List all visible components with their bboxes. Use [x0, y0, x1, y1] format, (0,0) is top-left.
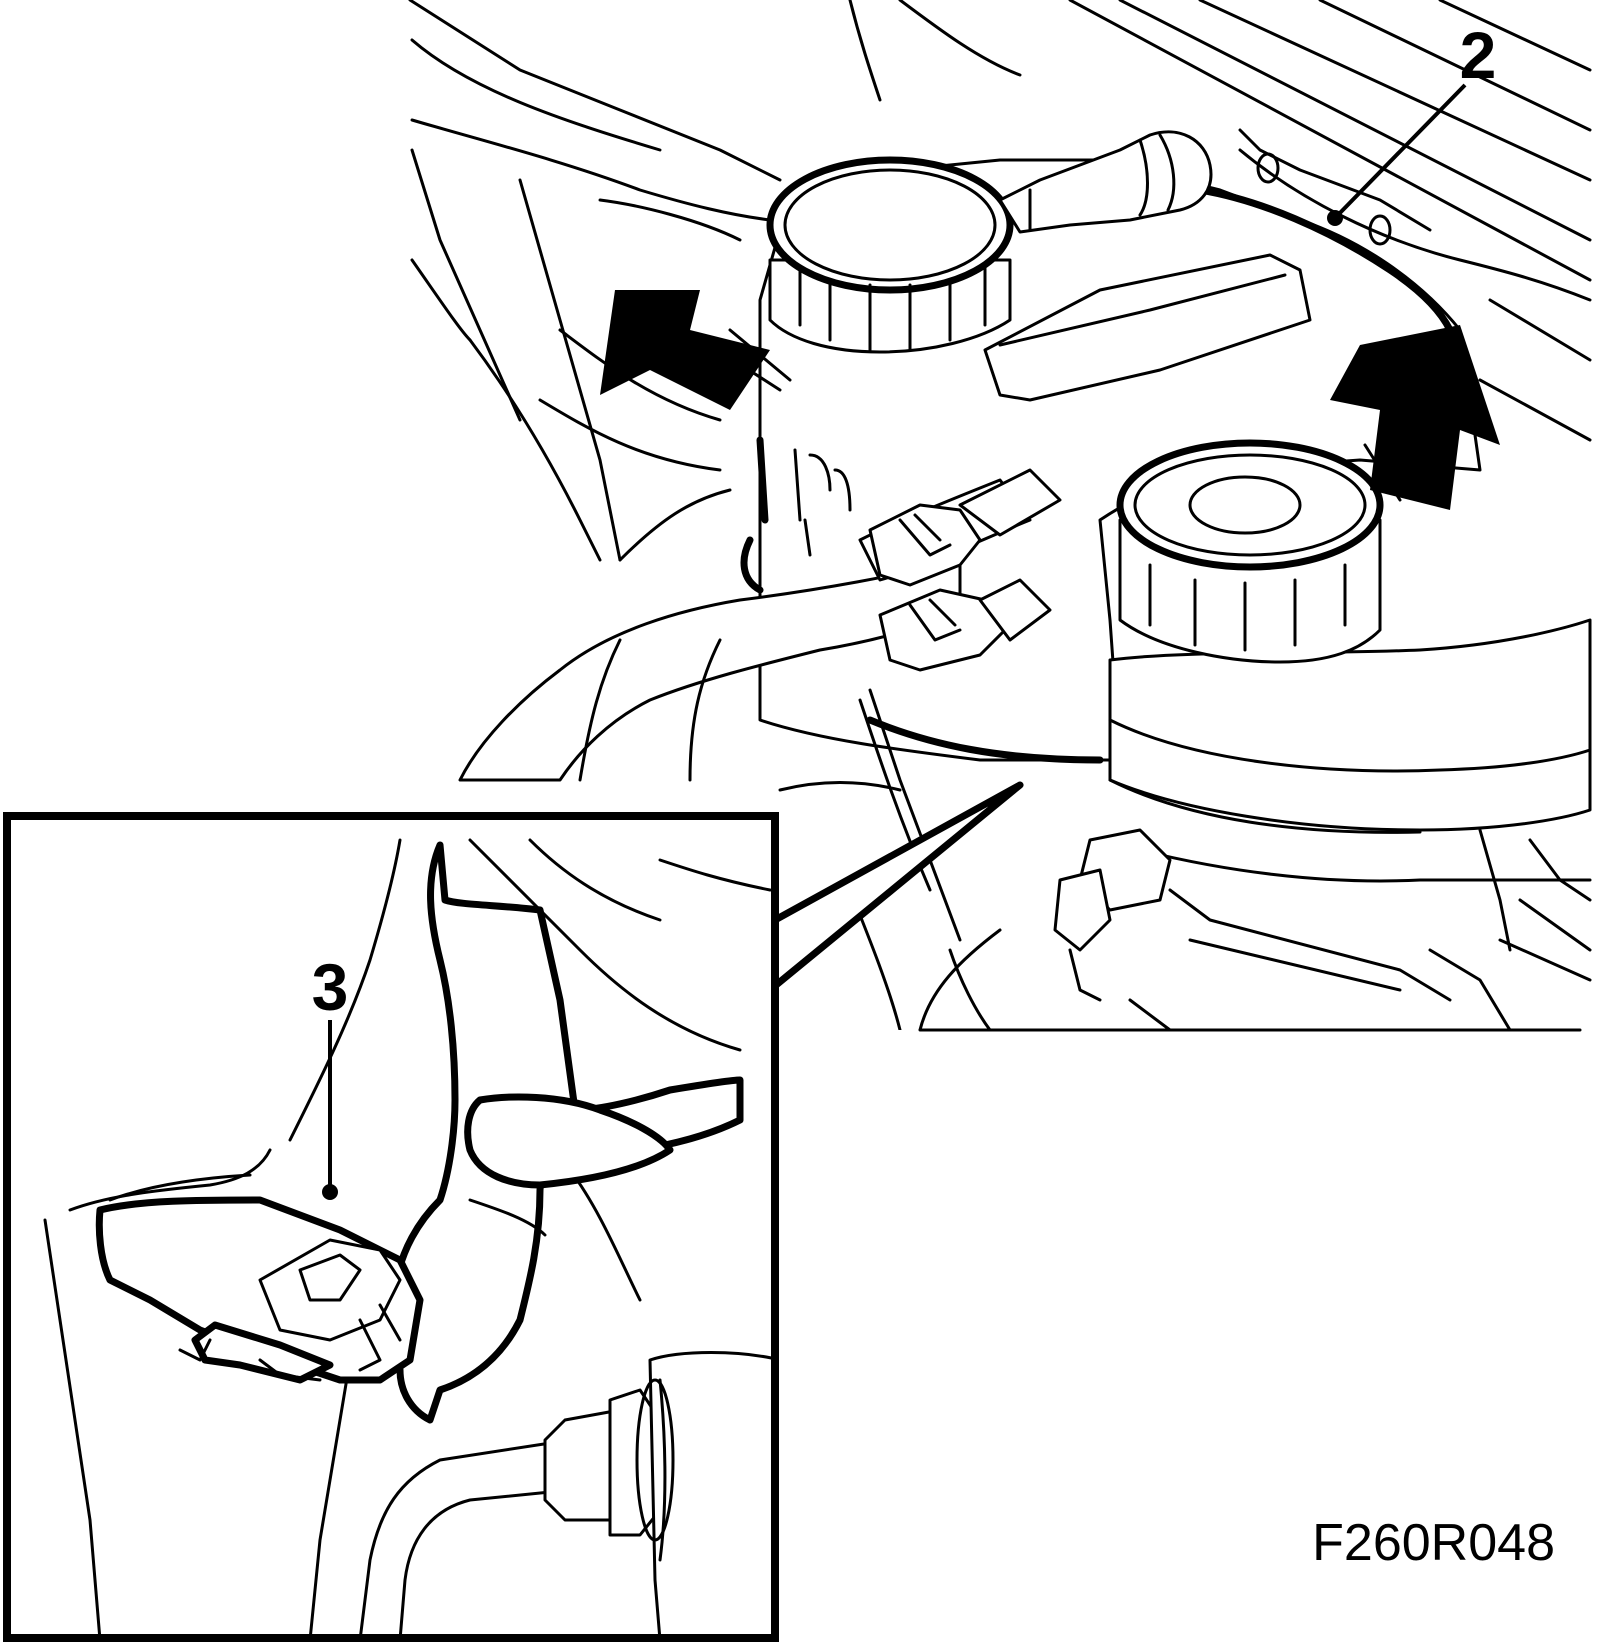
callout-2: 2	[1327, 18, 1496, 226]
callout-3: 3	[312, 950, 349, 1200]
figure-id: F260R048	[1312, 1514, 1555, 1572]
reservoir-cap-upper	[766, 156, 1014, 354]
callout-2-label: 2	[1460, 18, 1497, 92]
callout-3-label: 3	[312, 950, 349, 1024]
reservoir-cap-lower	[1108, 439, 1592, 832]
inset-detail	[3, 812, 779, 1642]
engine-bay-drawing	[408, 0, 1600, 1644]
arrow-right-icon	[1330, 325, 1500, 510]
inset-pointer	[766, 781, 1024, 994]
hose-clip	[868, 503, 1007, 672]
arrow-left-icon	[600, 290, 770, 410]
